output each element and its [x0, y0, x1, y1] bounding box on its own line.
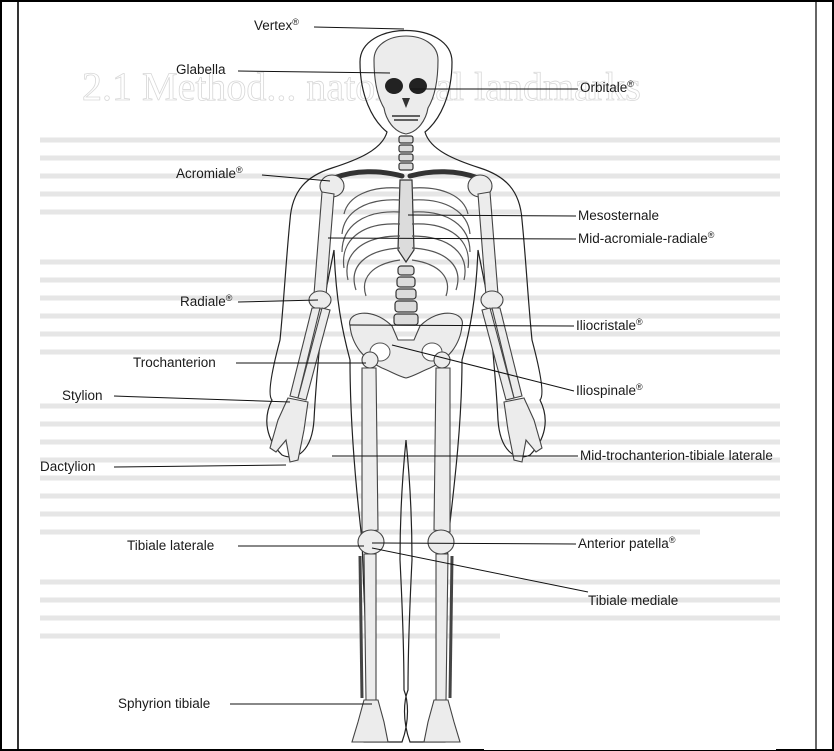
label-tibiale-laterale: Tibiale laterale: [127, 538, 214, 553]
right-tibia: [436, 554, 448, 700]
label-mid-acromiale-radiale: Mid-acromiale-radiale®: [578, 230, 715, 246]
label-radiale: Radiale®: [180, 293, 233, 309]
label-mesosternale: Mesosternale: [578, 208, 659, 223]
label-iliocristale: Iliocristale®: [576, 317, 643, 333]
blank-patch: [484, 688, 776, 750]
left-tibia: [364, 554, 376, 700]
left-femoral-head: [362, 352, 378, 368]
left-fibula: [360, 556, 362, 698]
label-acromiale: Acromiale®: [176, 165, 243, 181]
right-knee: [428, 530, 454, 554]
label-orbitale: Orbitale®: [580, 79, 634, 95]
label-iliospinale: Iliospinale®: [576, 382, 643, 398]
ghost-heading: 2.1 Method... natomical landmarks: [82, 64, 641, 109]
label-tibiale-mediale: Tibiale mediale: [588, 593, 678, 608]
label-mid-trochanterion-tibiale-laterale: Mid-trochanterion-tibiale laterale: [580, 448, 773, 463]
left-orbit: [385, 78, 403, 94]
left-knee: [358, 530, 384, 554]
label-stylion: Stylion: [62, 388, 103, 403]
sternum: [398, 180, 414, 262]
right-orbit: [409, 78, 427, 94]
left-femur: [362, 368, 378, 532]
label-glabella: Glabella: [176, 62, 226, 77]
right-femoral-head: [434, 352, 450, 368]
right-femur: [434, 368, 450, 532]
label-anterior-patella: Anterior patella®: [578, 535, 676, 551]
right-elbow: [481, 291, 503, 309]
label-dactylion: Dactylion: [40, 459, 96, 474]
label-trochanterion: Trochanterion: [133, 355, 216, 370]
label-sphyrion-tibiale: Sphyrion tibiale: [118, 696, 210, 711]
right-fibula: [450, 556, 452, 698]
